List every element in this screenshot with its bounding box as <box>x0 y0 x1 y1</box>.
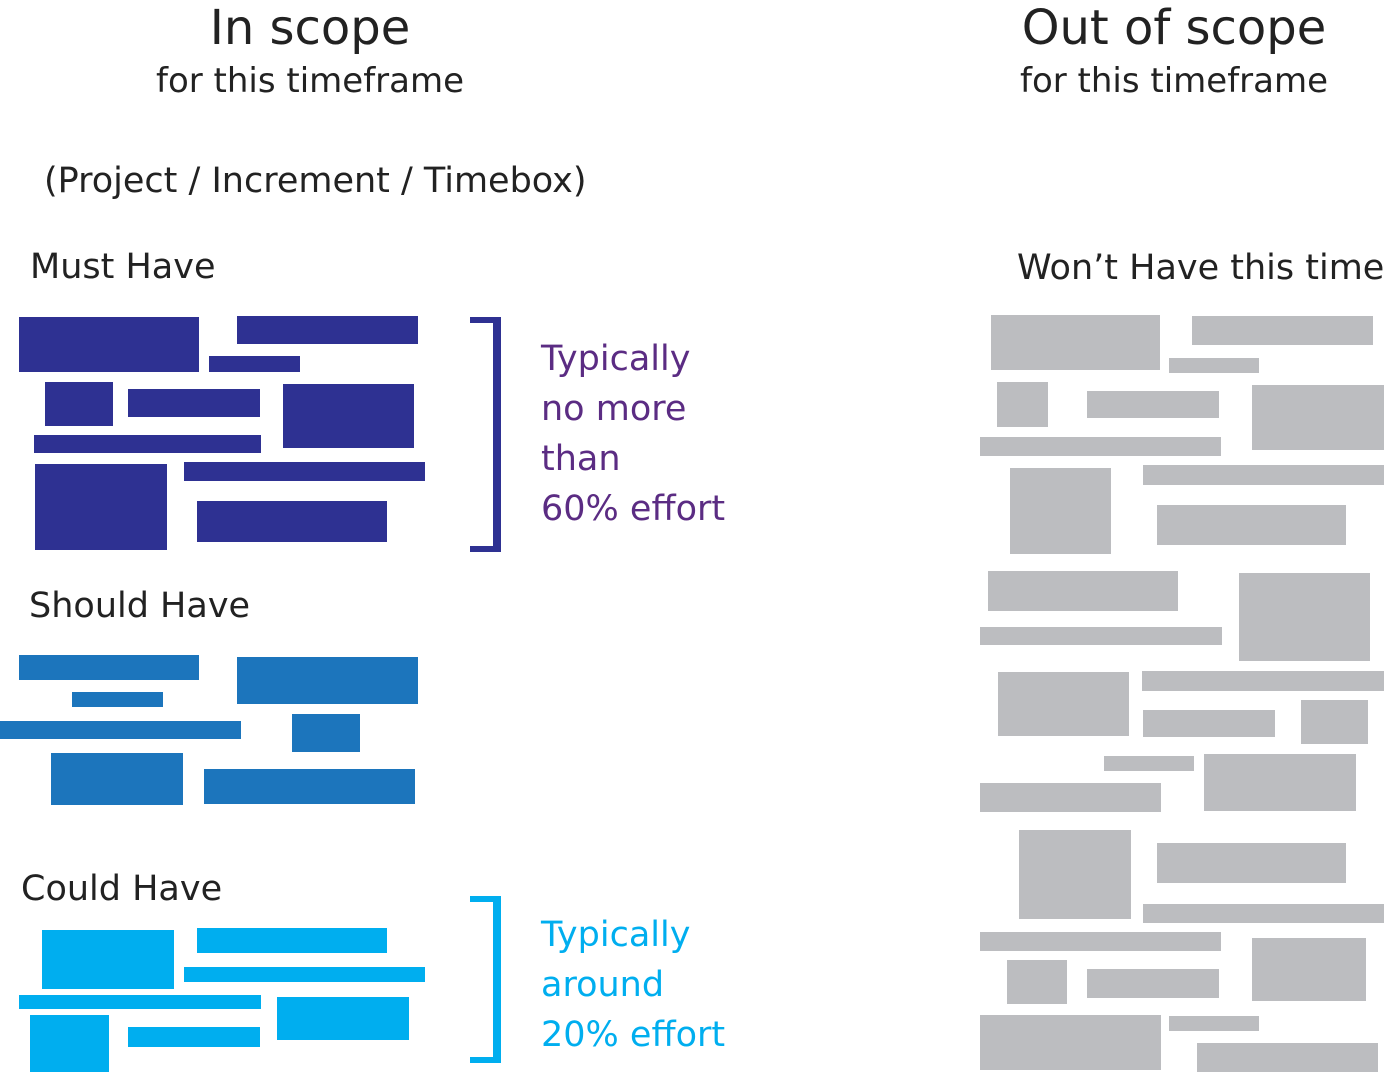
wont-have-block <box>1169 358 1259 373</box>
must-have-block <box>237 316 418 344</box>
wont-have-block <box>1192 316 1373 345</box>
could-note-line: around <box>541 965 665 1005</box>
must-have-block <box>35 464 167 550</box>
wont-have-block <box>1252 385 1384 450</box>
wont-have-block <box>1007 960 1067 1004</box>
must-note-line: 60% effort <box>541 489 726 529</box>
could-have-bracket <box>470 896 501 1063</box>
could-have-block <box>197 928 387 953</box>
wont-have-block <box>1143 465 1384 485</box>
in-scope-subtitle: for this timeframe <box>155 61 465 101</box>
wont-have-block <box>1197 1043 1378 1072</box>
must-note-line: Typically <box>541 339 691 379</box>
could-have-block <box>42 930 174 989</box>
wont-have-block <box>998 672 1129 736</box>
wont-have-block <box>1143 904 1384 923</box>
should-have-block <box>292 714 360 752</box>
wont-have-block <box>1087 391 1219 418</box>
wont-have-block <box>997 382 1048 427</box>
must-have-block <box>19 317 199 372</box>
out-of-scope-subtitle: for this timeframe <box>1019 61 1329 101</box>
wont-have-block <box>1142 671 1384 691</box>
must-have-block <box>45 382 113 426</box>
wont-have-block <box>980 932 1221 951</box>
must-have-block <box>128 389 260 417</box>
could-have-block <box>184 967 425 982</box>
wont-have-block <box>1019 830 1131 919</box>
wont-have-block <box>980 437 1221 456</box>
must-have-block <box>34 435 261 453</box>
should-have-block <box>51 753 183 805</box>
could-have-block <box>128 1027 260 1047</box>
must-have-block <box>209 356 300 372</box>
wont-have-block <box>1143 710 1275 737</box>
should-have-label: Should Have <box>29 586 251 626</box>
should-have-block <box>72 692 163 707</box>
wont-have-block <box>1157 843 1346 883</box>
should-have-block <box>204 769 415 804</box>
must-have-effort-note: Typically no more than 60% effort <box>541 334 725 534</box>
must-have-block <box>197 501 387 542</box>
scope-note: (Project / Increment / Timebox) <box>44 161 587 201</box>
should-have-block <box>237 657 418 704</box>
could-note-line: 20% effort <box>541 1015 726 1055</box>
could-have-block <box>19 995 261 1009</box>
wont-have-block <box>1169 1016 1259 1031</box>
wont-have-block <box>991 315 1160 370</box>
could-have-effort-note: Typically around 20% effort <box>541 910 725 1060</box>
could-have-label: Could Have <box>21 869 223 909</box>
must-have-bracket <box>470 317 501 552</box>
must-have-block <box>184 462 425 481</box>
wont-have-block <box>980 1015 1161 1070</box>
must-have-block <box>283 384 414 448</box>
wont-have-block <box>1239 573 1370 661</box>
must-note-line: than <box>541 439 621 479</box>
wont-have-block <box>1104 756 1194 771</box>
must-have-label: Must Have <box>30 247 216 287</box>
in-scope-title: In scope <box>209 0 411 56</box>
should-have-block <box>0 721 241 739</box>
out-of-scope-title: Out of scope <box>1021 0 1327 56</box>
wont-have-block <box>1301 700 1368 744</box>
wont-have-block <box>980 783 1161 812</box>
wont-have-block <box>1010 468 1111 554</box>
could-have-block <box>30 1015 109 1072</box>
wont-have-block <box>1087 969 1219 998</box>
must-note-line: no more <box>541 389 687 429</box>
wont-have-block <box>1252 938 1366 1001</box>
wont-have-block <box>1204 754 1356 811</box>
should-have-block <box>19 655 199 680</box>
wont-have-block <box>980 627 1222 645</box>
could-have-block <box>277 997 409 1040</box>
could-note-line: Typically <box>541 915 691 955</box>
wont-have-block <box>988 571 1178 611</box>
wont-have-label: Won’t Have this time <box>1017 248 1385 288</box>
wont-have-block <box>1157 505 1346 545</box>
